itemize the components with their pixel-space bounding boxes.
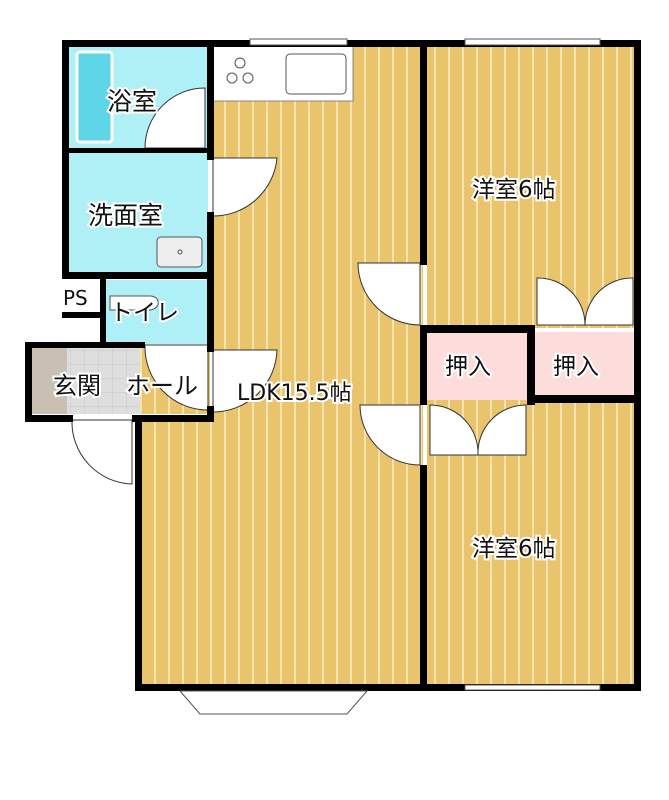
door-bath (144, 87, 206, 149)
label-closet-left: 押入 (445, 354, 491, 380)
bay-window (178, 690, 369, 715)
ldk-floor-lower (138, 420, 423, 686)
label-ldk: LDK15.5帖 (237, 381, 352, 406)
door-washroom (212, 157, 278, 217)
label-bedroom-south: 洋室6帖 (472, 536, 556, 562)
bedroom-north-floor (427, 46, 635, 328)
label-toilet: トイレ (110, 300, 179, 326)
window-bedroom-south (464, 684, 601, 691)
label-closet-right: 押入 (553, 354, 599, 380)
label-entrance: 玄関 (53, 372, 101, 400)
sink (285, 53, 347, 95)
closet-right-floor (535, 332, 635, 400)
stove-burner (242, 72, 254, 84)
door-bedroom-north (357, 262, 421, 326)
label-bedroom-north: 洋室6帖 (472, 177, 556, 203)
hall-tile (67, 348, 140, 414)
window-kitchen (249, 38, 348, 46)
stove-burner (234, 57, 246, 69)
bathtub (75, 50, 114, 144)
door-bedroom-south (359, 404, 421, 466)
closet-door-south-right (477, 404, 527, 456)
drain (177, 249, 183, 255)
door-entrance (71, 419, 133, 485)
entrance-floor (32, 348, 67, 414)
stove-burner (226, 72, 238, 84)
label-hall: ホール (126, 372, 198, 400)
window-bedroom-north (464, 38, 601, 46)
toilet-floor (105, 280, 208, 344)
toilet-fixture (109, 295, 159, 311)
closet-door-north-right (584, 277, 634, 326)
door-toilet (144, 344, 209, 411)
closet-left-floor (427, 332, 527, 400)
walls (25, 40, 641, 691)
label-ps: PS (63, 286, 88, 310)
wash-basin (156, 236, 203, 268)
label-washroom: 洗面室 (88, 201, 163, 230)
door-hall (212, 349, 278, 413)
label-bath: 浴室 (107, 87, 157, 116)
